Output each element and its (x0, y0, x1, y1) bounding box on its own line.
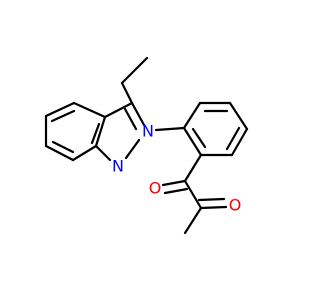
molecule-diagram: N N O O (44, 56, 249, 235)
bond-c7a-c3a (94, 115, 107, 148)
atom-n1-label: N (112, 157, 124, 176)
bond-c3-n2-double (123, 107, 138, 131)
bond-ethyl-ch2 (120, 81, 134, 105)
bond-c2-o2 (199, 205, 228, 210)
bond-ph1-ph2 (182, 101, 202, 130)
bond-c3a-c7a-inner (90, 122, 101, 145)
bond-ph4-ph5-double (225, 126, 241, 151)
bond-c4-c5 (44, 101, 76, 118)
atom-n2-label: N (142, 122, 154, 141)
atom-o1-label: O (149, 179, 162, 198)
bond-c6-c7 (44, 144, 75, 162)
bond-ph4-ph5 (230, 127, 249, 157)
bond-ethyl-ch3 (120, 56, 149, 85)
bond-ph6-ph1 (182, 126, 203, 157)
bond-c4-c5-double (50, 109, 76, 123)
bond-n2-phenyl (154, 126, 186, 132)
atom-o2-label: O (229, 196, 242, 215)
bond-n1-c7a (94, 144, 112, 162)
bond-c3-c3a (103, 101, 134, 119)
bond-n2-n1 (124, 138, 141, 160)
bond-c2-ch3 (183, 206, 203, 235)
bond-ph3-ph4 (228, 101, 249, 131)
bond-ph6-c1 (183, 153, 203, 183)
bond-c2-o2-double (197, 197, 226, 202)
bond-c6-c7-double (51, 140, 75, 154)
bond-c1-c2 (183, 179, 203, 210)
bond-c1-o1-double (163, 187, 189, 195)
bond-c3-n2 (130, 101, 146, 127)
structure-canvas: N N O O (44, 56, 249, 235)
bond-c1-o1 (161, 179, 187, 187)
bond-c3a-c4 (72, 101, 107, 119)
bond-ph6-ph1-double (191, 127, 207, 149)
bond-c7-c7a (71, 144, 98, 162)
